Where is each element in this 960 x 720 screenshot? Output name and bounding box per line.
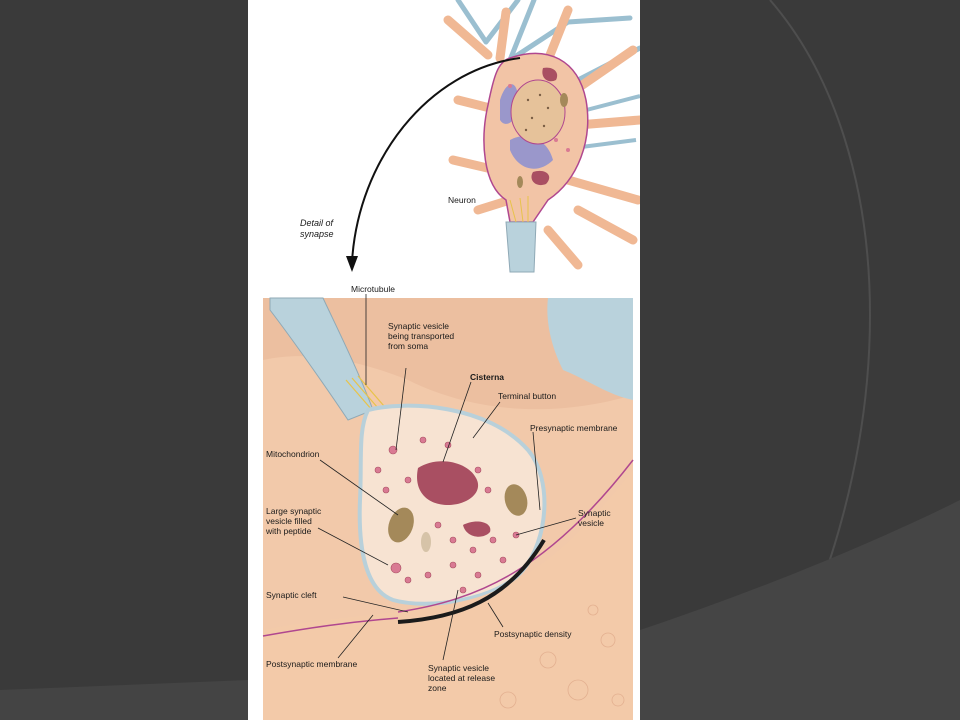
- label-postsynaptic-membrane: Postsynaptic membrane: [266, 659, 358, 669]
- label-vesicle-transported: Synaptic vesicle being transported from …: [388, 321, 455, 351]
- synapse-detail: [262, 297, 634, 720]
- detail-of-synapse-label: Detail of synapse: [300, 218, 334, 239]
- label-mitochondrion: Mitochondrion: [266, 449, 320, 459]
- neuron-drawing: [443, 0, 640, 273]
- label-postsynaptic-density: Postsynaptic density: [494, 629, 572, 639]
- label-terminal-button: Terminal button: [498, 391, 557, 401]
- synapse-illustration: [262, 0, 640, 720]
- label-presynaptic-membrane: Presynaptic membrane: [530, 423, 618, 433]
- neuron-label: Neuron: [448, 195, 476, 205]
- label-vesicle-release-zone: Synaptic vesicle located at release zone: [428, 663, 496, 693]
- label-large-vesicle: Large synaptic vesicle filled with pepti…: [266, 506, 322, 536]
- label-synaptic-cleft: Synaptic cleft: [266, 590, 317, 600]
- label-microtubule: Microtubule: [351, 284, 395, 294]
- synapse-figure: Neuron Detail of synapse Microtubule Syn…: [248, 0, 640, 720]
- label-cisterna: Cisterna: [470, 372, 505, 382]
- leader-lines: [317, 294, 577, 661]
- detail-arrow: [351, 57, 521, 263]
- label-synaptic-vesicle: Synaptic vesicle: [578, 508, 611, 528]
